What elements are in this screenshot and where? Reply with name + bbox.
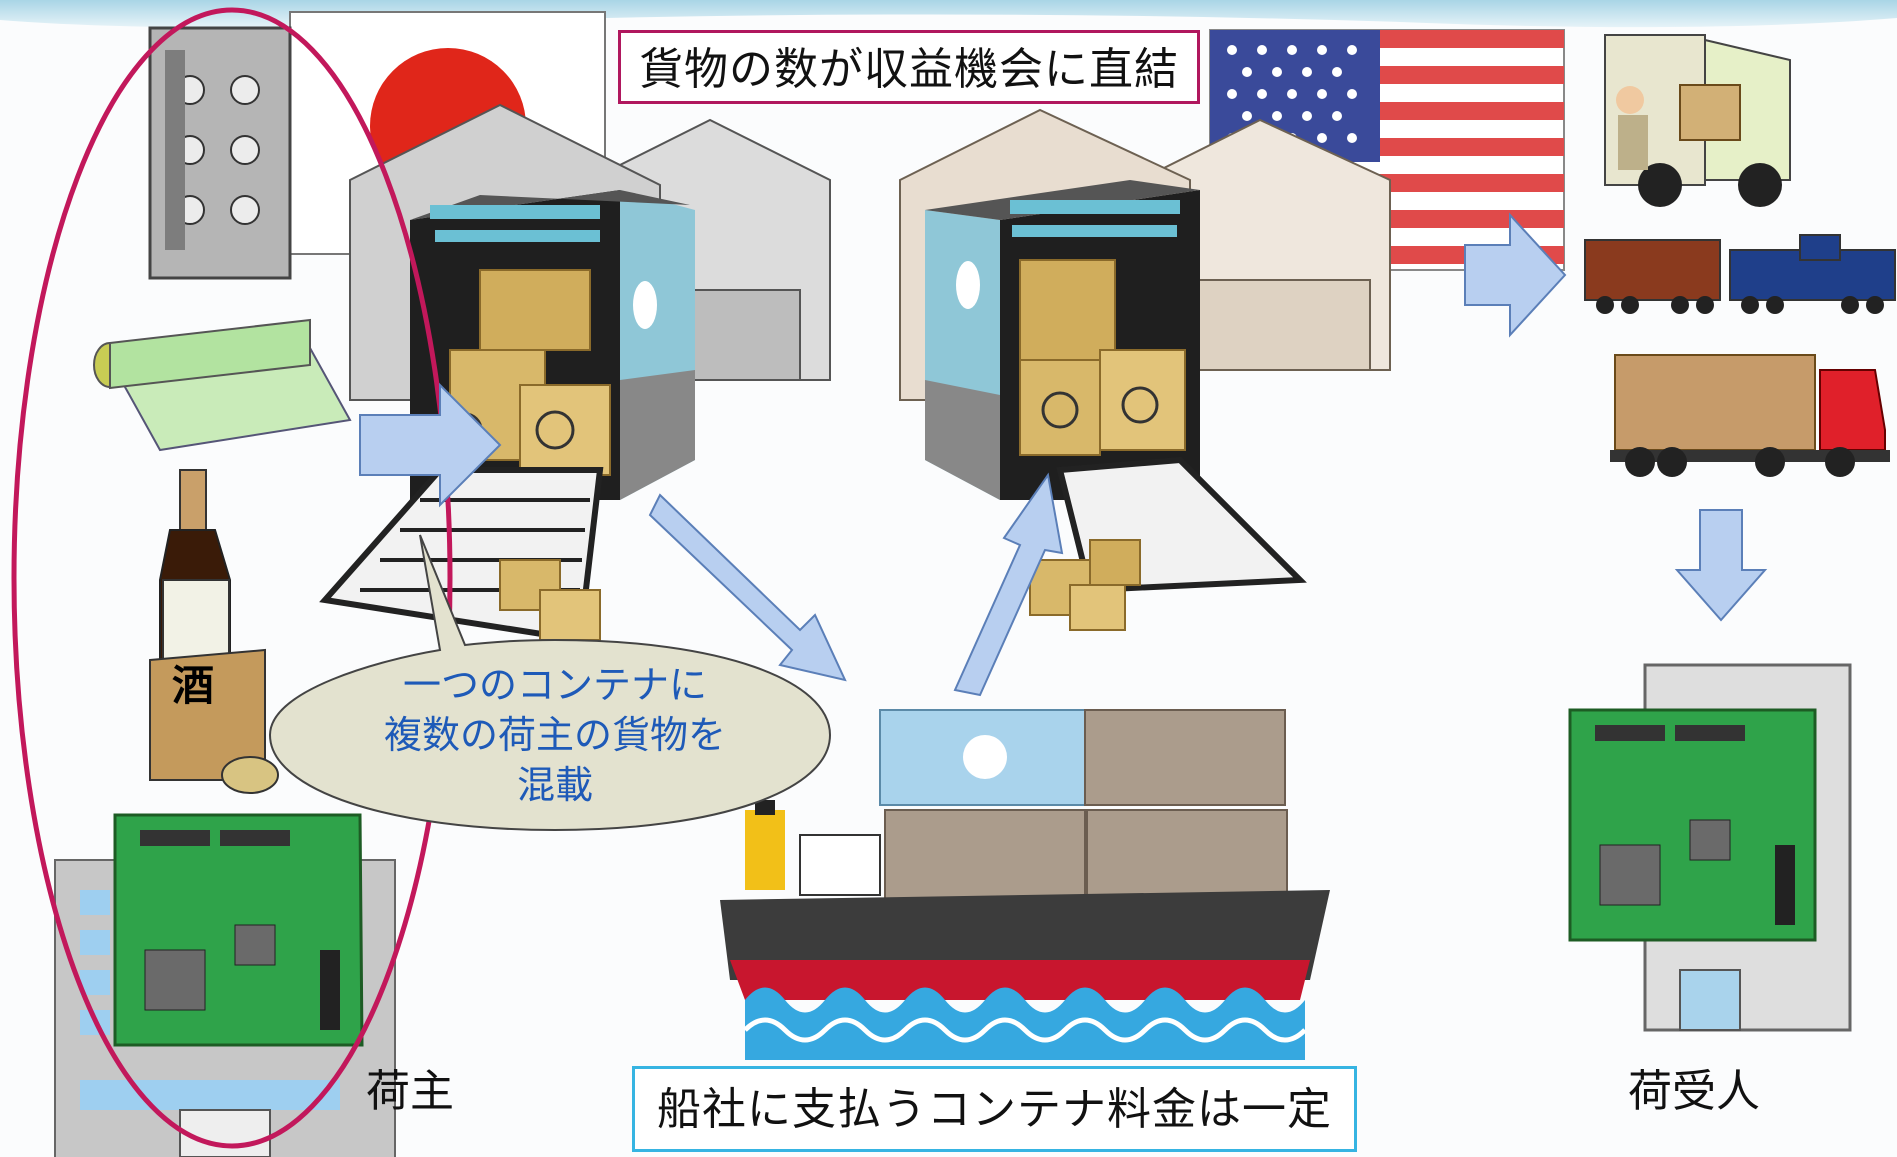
delivery-truck [1604, 34, 1791, 207]
sake-bottle [149, 469, 279, 794]
arrow-container-to-ship [648, 493, 847, 682]
shipper-label: 荷主 [366, 1066, 454, 1117]
container-truck [1610, 354, 1890, 477]
consignee-label: 荷受人 [1628, 1066, 1760, 1117]
loose-boxes-left [499, 559, 601, 641]
freight-train [1584, 234, 1896, 314]
circuit-board-right [1568, 708, 1817, 942]
speech-bubble-text: 一つのコンテナに 複数の荷主の貨物を 混載 [330, 660, 780, 810]
top-caption-box: 貨物の数が収益機会に直結 [618, 30, 1200, 104]
bubble-line-1: 一つのコンテナに [402, 663, 707, 707]
sea-waves-light [743, 1017, 1307, 1043]
engine-block [148, 26, 292, 280]
circuit-board-left [113, 813, 364, 1047]
flow-arrows [359, 212, 1768, 697]
speech-bubble [268, 534, 832, 832]
container-ship [720, 709, 1330, 1000]
loose-boxes-right [1029, 539, 1141, 631]
bubble-line-2: 複数の荷主の貨物を [383, 713, 726, 757]
bubble-line-3: 混載 [516, 763, 593, 807]
arrow-to-transport [1464, 212, 1567, 338]
shipper-group-ellipse [11, 7, 453, 1149]
container-right [925, 180, 1200, 500]
arrow-to-consignee [1674, 509, 1768, 622]
fabric-roll [93, 318, 352, 452]
header-band [0, 0, 1897, 28]
bottom-caption-box: 船社に支払うコンテナ料金は一定 [632, 1066, 1357, 1152]
sake-label: 酒 [172, 661, 214, 710]
arrow-ship-to-container [953, 472, 1064, 697]
arrow-to-container [359, 382, 502, 508]
